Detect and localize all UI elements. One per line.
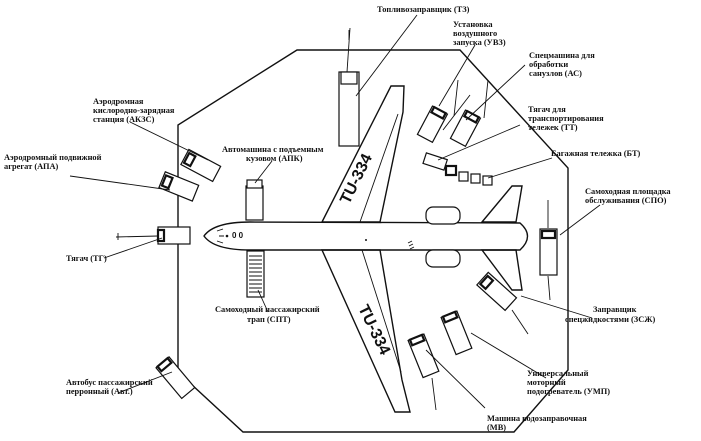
label-tz: Топливозаправщик (ТЗ) [377,5,470,14]
vehicle-mv [407,333,440,411]
engine-lower [425,249,461,268]
label-as-line1: Спецмашина для [529,51,595,60]
label-apa-line2: агрегат (АПА) [4,162,59,171]
label-zszh-line2: спецжидкостями (ЗСЖ) [565,315,656,324]
tail-fin-lower [480,249,523,291]
label-spo-line1: Самоходная площадка [585,187,671,196]
vehicle-tg [115,226,191,245]
vehicle-ump [440,310,473,356]
label-uvz-line3: запуска (УВЗ) [453,38,506,47]
label-avt-line1: Автобус пассажирский [66,378,153,387]
fuselage-center-dot [365,239,367,241]
label-mv-line2: (МВ) [487,423,506,432]
leader-lines [69,14,601,409]
wing-flap-lines [359,113,402,373]
aircraft-wing-lower [320,249,411,413]
vehicle-tt [422,152,493,186]
label-apk-line1: Автомашина с подъемным [222,145,324,154]
label-akzs-line1: Аэродромная [93,97,144,106]
label-tg: Тягач (ТГ) [66,254,107,263]
aircraft-number: 0 0 [232,231,244,240]
vehicle-zszh [476,271,529,335]
aircraft-fuselage [203,221,529,251]
label-bt: Багажная тележка (БТ) [551,149,641,158]
vehicle-avt [155,356,196,400]
label-mv-line1: Машина водозаправочная [487,414,587,423]
vehicle-apa [158,171,200,202]
label-akzs-line2: кислородно-зарядная [93,106,175,115]
cockpit-window-dot [225,234,229,238]
label-apk-line2: кузовом (АПК) [246,154,303,163]
label-spo-line2: обслуживания (СПО) [585,196,667,205]
label-avt-line2: перронный (Авт.) [66,387,133,396]
vehicle-spo [539,200,558,301]
label-uvz-line1: Установка [453,20,493,29]
engine-upper [425,206,461,225]
vehicle-tz [338,27,360,147]
label-as-line3: санузлов (АС) [529,69,582,78]
label-tt-line1: Тягач для [528,105,566,114]
vehicle-apk [245,179,264,221]
vehicle-spt [246,250,265,298]
service-zone-octagon [177,49,569,433]
label-ump-line3: подогреватель (УМП) [527,387,610,396]
label-ump-line1: Универсальный [527,369,589,378]
label-uvz-line2: воздушного [453,29,497,38]
fuselage-rear-marks [407,240,415,250]
label-ump-line2: моторный [527,378,566,387]
label-spt-line2: трап (СПТ) [247,315,291,324]
aircraft-wing-upper [320,85,405,223]
label-tt-line2: транспортирования [528,114,604,123]
tail-fin-upper [480,185,523,223]
label-apa-line1: Аэродромный подвижной [4,153,102,162]
label-spt-line1: Самоходный пассажирский [215,305,320,314]
vehicle-uvz [416,79,471,144]
label-tt-line3: тележек (ТТ) [528,123,578,132]
label-akzs-line3: станция (АКЗС) [93,115,155,124]
label-zszh-line1: Заправщик [593,305,637,314]
vehicle-akzs [180,148,222,183]
aircraft: TU-334 TU-334 0 0 [203,85,529,413]
cockpit-windows [216,228,224,244]
label-as-line2: обработки [529,60,568,69]
